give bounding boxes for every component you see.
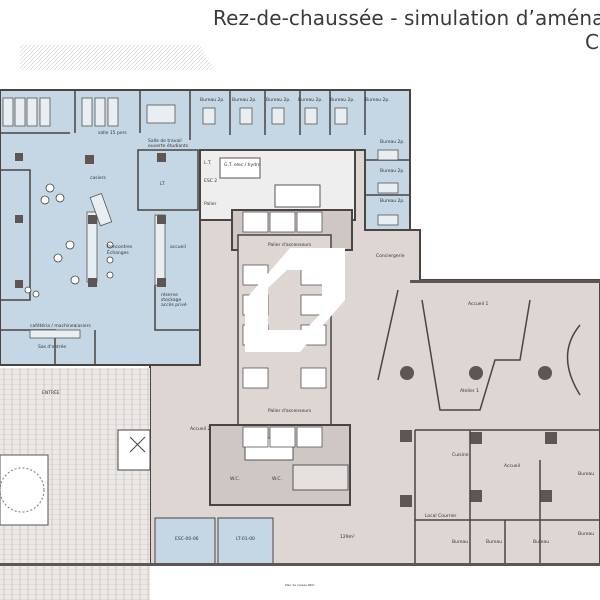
label-salle-travail: Salle de travail [148,138,182,144]
page-title: Rez-de-chaussée - simulation d’aménageme… [213,6,600,30]
right-rooms [377,289,600,565]
label-accueil-left: accueil [170,244,186,250]
label-esc-bottom: ESC-00-06 [175,536,199,542]
label-acces-prive: accès privé [161,301,187,308]
label-bureau-2p: Bureau 2p. [330,97,355,103]
room-lt-bottom [217,517,274,566]
label-salle-15: salle 15 pers [98,130,127,136]
label-bureau-2p: Bureau 2p. [380,198,405,204]
footer-note: Plan de niveau RDC [285,583,315,587]
facade-mullions [0,280,600,566]
label-atelier-1: Atelier 1 [460,388,479,394]
structural-columns [15,153,557,507]
label-casiers: casiers [90,175,106,181]
label-conciergerie: Conciergerie [376,253,405,259]
label-palier-asc: Palier d'ascenseurs [268,242,312,248]
label-palier: Palier [204,201,217,207]
label-bureau: Bureau [578,471,594,477]
room-labels: salle 15 pers Salle de travail ouverte é… [30,97,594,587]
label-bureau-2p: Bureau 2p. [200,97,225,103]
label-cuisine: Cuisine [452,452,469,458]
label-bureau-2p: Bureau 2p. [266,97,291,103]
room-esc-bottom [154,517,216,566]
label-lt-bottom: LT-01-00 [236,536,255,542]
label-accueil-1: Accueil 1 [468,301,488,307]
label-bureau-2p: Bureau 2p. [365,97,390,103]
label-echanges: Échanges [107,248,129,256]
label-esc: ESC 2 [204,178,217,184]
stair-outdoor [117,429,151,471]
label-sas: Sas d'entrée [38,343,66,350]
label-surface: 129m² [340,534,355,540]
label-bureau: Bureau [486,539,502,545]
planter-circle [0,467,45,513]
exterior-courtyard [0,454,49,526]
adjacent-building-hatch [20,45,215,70]
label-local-courrier: Local Courrier [425,513,456,519]
label-salle-travail-2: ouverte étudiants [148,142,189,149]
label-bureau: Bureau [578,531,594,537]
logo-mark [245,248,345,352]
label-bureau-2p: Bureau 2p. [380,139,405,145]
label-bureau-2p: Bureau 2p. [380,168,405,174]
label-reserve: réserve [161,291,178,298]
label-entree: ENTRÉE [42,388,60,396]
page-title-line2: C [585,30,599,54]
label-stockage: stockage [161,297,181,303]
label-palier-asc-2: Palier d'ascenseurs [268,408,312,414]
label-lt-small: L.T. [204,160,212,166]
label-bureau-2p: Bureau 2p. [232,97,257,103]
label-bureau: Bureau [452,539,468,545]
label-accueil: Accueil [504,463,520,469]
label-gt-elec: G.T. elec / hydro [224,162,261,168]
label-lt: LT [160,181,165,187]
label-accueil-2: Accueil 2 [190,426,210,432]
label-cafeteria: cafétéria / machines [30,322,77,329]
student-zone [0,89,411,366]
label-wc: W.C. [230,476,240,482]
chairs [24,183,114,298]
label-rencontres: Rencontres [107,244,133,250]
label-bureau-2p: Bureau 2p. [298,97,323,103]
label-casiers-bottom: casiers [75,323,91,329]
label-bureau: Bureau [533,539,549,545]
furniture [2,97,399,339]
label-wc-2: W.C. [272,476,282,482]
